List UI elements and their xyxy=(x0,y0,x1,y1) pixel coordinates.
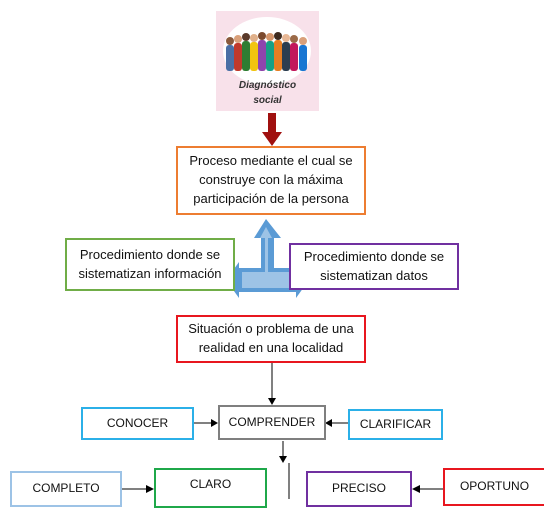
procedimiento-informacion-box: Procedimiento donde se sistematizan info… xyxy=(65,238,235,291)
completo-box: COMPLETO xyxy=(10,471,122,507)
claro-box: CLARO xyxy=(154,468,267,508)
card-caption-line1: Diagnóstico xyxy=(238,80,297,91)
oportuno-box: OPORTUNO xyxy=(443,468,544,506)
preciso-box: PRECISO xyxy=(306,471,412,507)
proceso-box: Proceso mediante el cual se construye co… xyxy=(176,146,366,215)
conocer-box: CONOCER xyxy=(81,407,194,440)
blue-split-arrow xyxy=(226,219,309,298)
down-arrow-dark-red xyxy=(262,113,282,146)
people-group-image xyxy=(223,17,311,85)
card-caption-line2: social xyxy=(253,95,282,106)
clarificar-box: CLARIFICAR xyxy=(348,409,443,440)
procedimiento-datos-box: Procedimiento donde se sistematizan dato… xyxy=(289,243,459,290)
diagnostico-social-card: Diagnóstico social xyxy=(216,11,319,111)
situacion-box: Situación o problema de una realidad en … xyxy=(176,315,366,363)
comprender-box: COMPRENDER xyxy=(218,405,326,440)
